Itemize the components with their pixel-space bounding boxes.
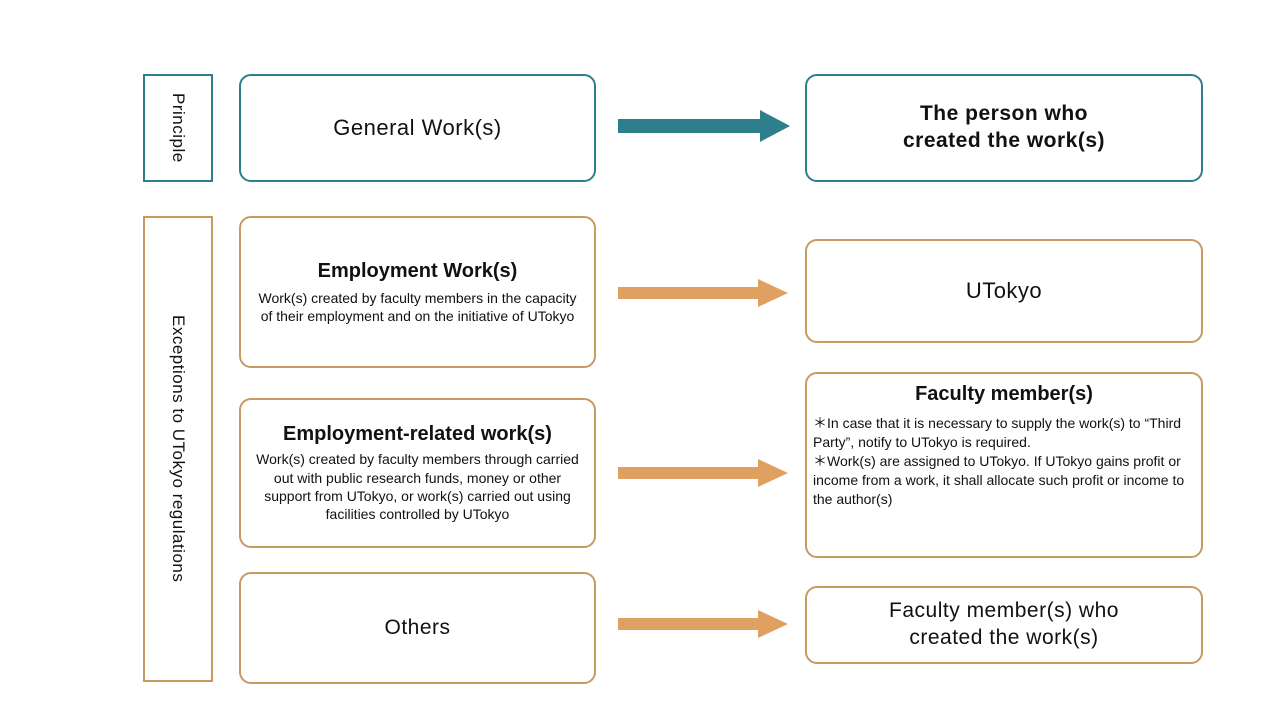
row-employment-works-target-box[interactable]: UTokyo	[805, 239, 1203, 343]
row-employment-related-works-target-box[interactable]: Faculty member(s) ＊In case that it is ne…	[805, 372, 1203, 558]
side-label-principle-text: Principle	[169, 93, 189, 163]
row-employment-related-works-notes: ＊In case that it is necessary to supply …	[807, 414, 1201, 509]
row-general-works-title: General Work(s)	[333, 114, 502, 140]
note-item-1: ＊In case that it is necessary to supply …	[813, 415, 1182, 451]
row-others-target-line-2: created the work(s)	[909, 626, 1099, 649]
arrow-others	[618, 610, 788, 638]
row-others-target-line-1: Faculty member(s) who	[889, 599, 1119, 623]
arrow-employment-works	[618, 279, 788, 307]
row-others-source-box[interactable]: Others	[239, 572, 596, 684]
row-employment-works-source-box[interactable]: Employment Work(s) Work(s) created by fa…	[239, 216, 596, 368]
row-general-works-source-box[interactable]: General Work(s)	[239, 74, 596, 182]
row-employment-works-description: Work(s) created by faculty members in th…	[258, 289, 577, 324]
row-general-works-target-line-1: The person who	[919, 102, 1088, 126]
note-item-2: ＊Work(s) are assigned to UTokyo. If UTok…	[813, 453, 1185, 508]
row-employment-related-works-source-box[interactable]: Employment-related work(s) Work(s) creat…	[239, 398, 596, 548]
row-employment-related-works-title: Employment-related work(s)	[283, 423, 552, 446]
row-employment-related-works-description: Work(s) created by faculty members throu…	[256, 451, 579, 523]
row-others-target-box[interactable]: Faculty member(s) who created the work(s…	[805, 586, 1203, 664]
row-general-works-target-line-2: created the work(s)	[902, 129, 1106, 152]
side-label-principle: Principle	[143, 74, 213, 182]
arrow-employment-related-works	[618, 459, 788, 487]
row-employment-works-title: Employment Work(s)	[317, 259, 518, 282]
row-employment-works-target-line-1: UTokyo	[965, 277, 1043, 303]
side-label-exceptions-text: Exceptions to UTokyo regulations	[169, 315, 189, 583]
row-others-title: Others	[384, 616, 451, 640]
arrow-general-works	[618, 110, 790, 142]
side-label-exceptions: Exceptions to UTokyo regulations	[143, 216, 213, 682]
row-employment-related-works-target-title: Faculty member(s)	[915, 383, 1093, 405]
row-general-works-target-box[interactable]: The person who created the work(s)	[805, 74, 1203, 182]
